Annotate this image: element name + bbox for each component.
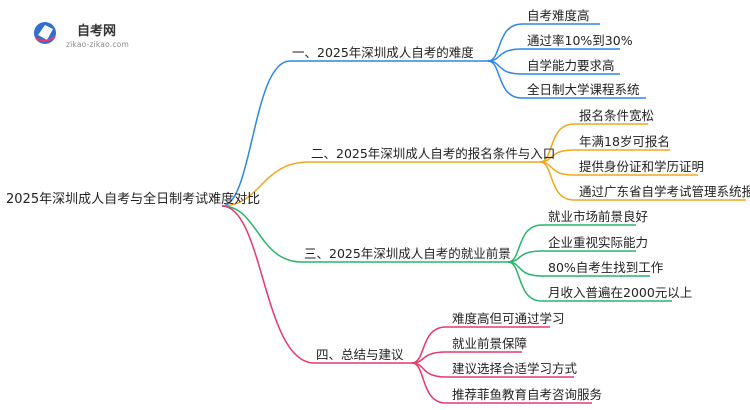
- leaf-item: 就业市场前景良好: [548, 209, 649, 224]
- leaf-item: 难度高但可通过学习: [452, 311, 565, 326]
- leaf-connector: [539, 149, 670, 163]
- branch-connector: [221, 161, 310, 207]
- leaf-item: 建议选择合适学习方式: [452, 361, 578, 376]
- leaf-item: 通过广东省自学考试管理系统报名: [579, 184, 750, 199]
- leaf-connector: [411, 351, 522, 364]
- leaf-connector: [487, 48, 620, 62]
- branch-title: 一、2025年深圳成人自考的难度: [292, 45, 474, 60]
- leaf-connector: [507, 261, 672, 302]
- leaf-item: 通过率10%到30%: [527, 33, 633, 48]
- leaf-connector: [411, 362, 592, 404]
- branch-connector: [221, 205, 315, 364]
- logo-name: 自考网: [77, 24, 117, 39]
- leaf-connector: [539, 161, 746, 201]
- leaf-item: 自学能力要求高: [527, 58, 615, 73]
- leaf-item: 报名条件宽松: [579, 108, 655, 123]
- leaf-item: 推荐菲鱼教育自考咨询服务: [452, 387, 603, 402]
- branch-connector: [221, 205, 303, 263]
- leaf-item: 企业重视实际能力: [548, 235, 649, 250]
- logo-url: zikao-zikao.com: [66, 40, 129, 49]
- branch-connector: [221, 60, 291, 207]
- branch-title: 三、2025年深圳成人自考的就业前景: [304, 246, 511, 261]
- leaf-item: 全日制大学课程系统: [527, 82, 640, 97]
- leaf-item: 就业前景保障: [452, 336, 528, 351]
- leaf-item: 年满18岁可报名: [579, 134, 670, 149]
- leaf-item: 提供身份证和学历证明: [579, 159, 705, 174]
- leaf-item: 月收入普遍在2000元以上: [548, 285, 693, 300]
- logo-icon: [34, 22, 56, 44]
- leaf-connector: [487, 60, 646, 99]
- branch-title: 二、2025年深圳成人自考的报名条件与入口: [311, 146, 556, 161]
- leaf-item: 80%自考生找到工作: [548, 260, 664, 275]
- leaf-item: 自考难度高: [527, 8, 590, 23]
- branch-title: 四、总结与建议: [316, 347, 404, 362]
- leaf-connector: [507, 250, 636, 263]
- root-topic: 2025年深圳成人自考与全日制考试难度对比: [6, 192, 261, 207]
